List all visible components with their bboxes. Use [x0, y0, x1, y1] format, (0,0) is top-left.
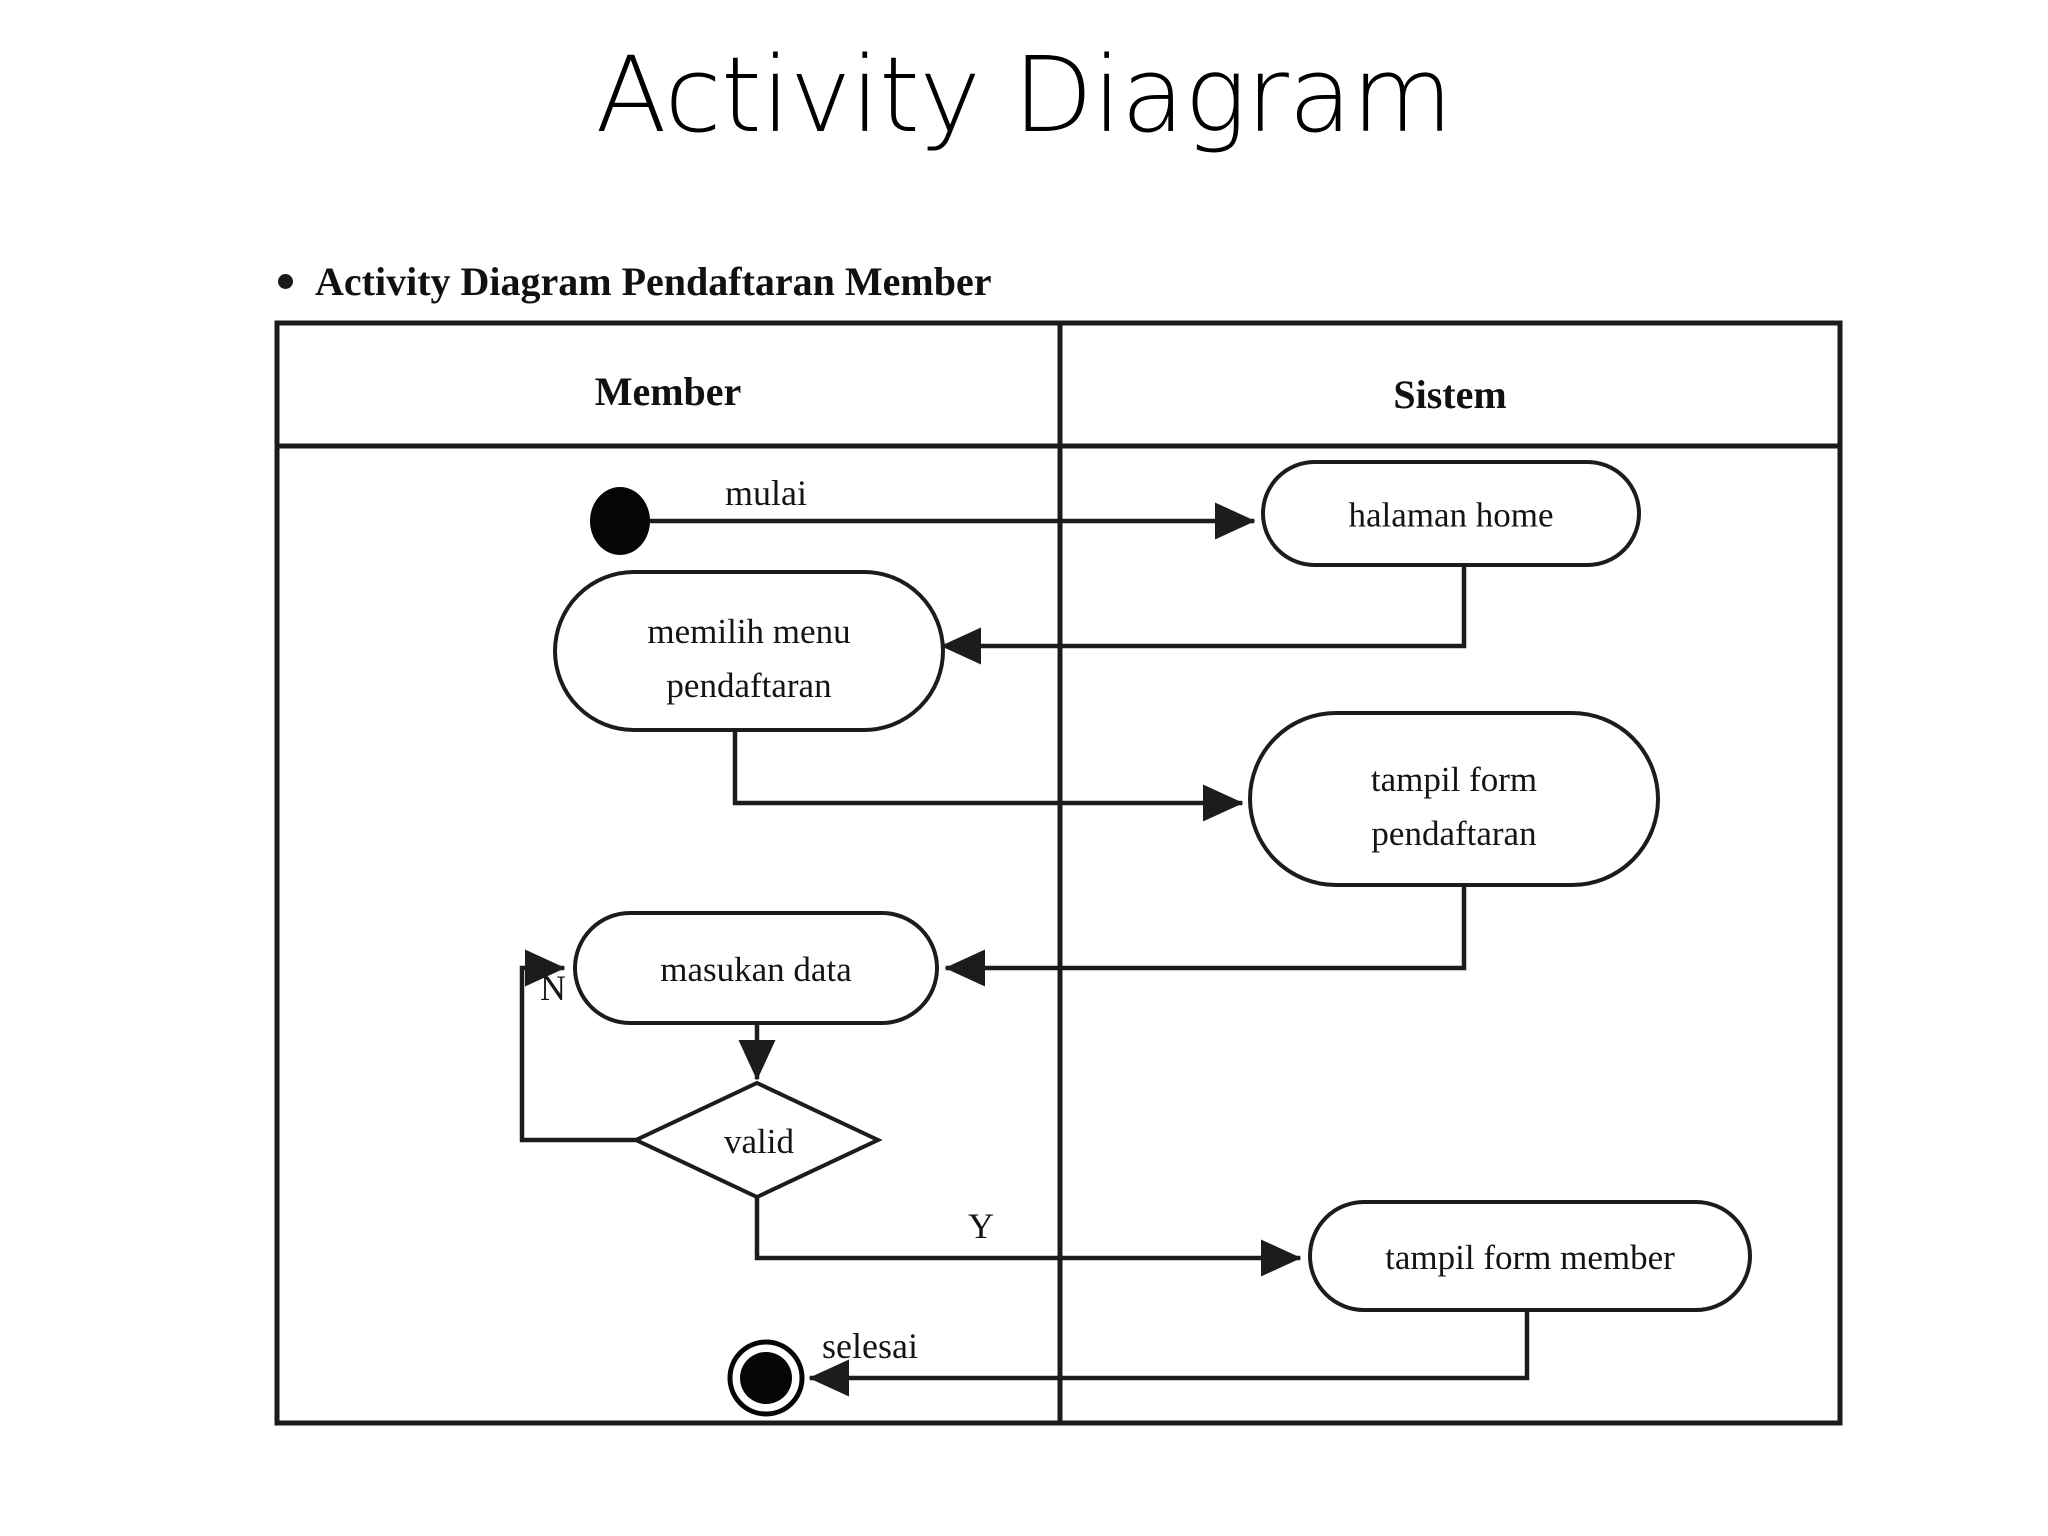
node-valid: valid	[631, 1080, 883, 1200]
swimlane-frame	[274, 320, 1843, 1426]
final-node-dot	[740, 1352, 792, 1404]
node-label-memilih-menu-pendaftaran: memilih menu	[647, 612, 850, 651]
node-shape-halaman-home	[1261, 460, 1641, 567]
edge-tampil-form-member-selesai	[808, 1307, 1530, 1397]
node-label-halaman-home: halaman home	[1348, 496, 1553, 535]
node-label-valid: valid	[724, 1122, 794, 1161]
node-label2-tampil-form-pendaftaran: pendaftaran	[1371, 814, 1536, 853]
node-mulai	[590, 487, 650, 555]
final-node-ring	[727, 1339, 805, 1417]
edge-label-edge-mulai-halaman-home: mulai	[725, 473, 807, 513]
initial-node-dot	[590, 487, 650, 555]
edge-label-edge-valid-yes-tampil-form-member: Y	[968, 1206, 994, 1246]
node-label-tampil-form-pendaftaran: tampil form	[1371, 760, 1537, 799]
edge-memilih-menu-tampil-form	[732, 727, 1244, 822]
edge-tampil-form-masukan-data	[944, 882, 1467, 987]
node-tampil-form-member: tampil form member	[1308, 1200, 1752, 1312]
node-shape-memilih-menu-pendaftaran	[553, 570, 945, 732]
node-shape-tampil-form-member	[1308, 1200, 1752, 1312]
node-label2-memilih-menu-pendaftaran: pendaftaran	[666, 666, 831, 705]
edge-label-edge-tampil-form-member-selesai: selesai	[822, 1326, 918, 1366]
swimlane-title-sistem: Sistem	[1393, 372, 1506, 417]
node-label-masukan-data: masukan data	[660, 950, 852, 989]
edge-halaman-home-memilih-menu	[940, 562, 1467, 665]
node-shape-valid	[631, 1080, 883, 1200]
node-selesai	[727, 1339, 805, 1417]
edge-valid-no-loop	[519, 949, 639, 1143]
page-title: Activity Diagram	[595, 34, 1453, 156]
edge-label-edge-valid-no-loop: N	[540, 968, 566, 1008]
node-shape-tampil-form-pendaftaran	[1248, 711, 1660, 887]
node-memilih-menu-pendaftaran: memilih menu pendaftaran	[553, 570, 945, 732]
node-halaman-home: halaman home	[1261, 460, 1641, 567]
node-masukan-data: masukan data	[573, 911, 939, 1025]
node-shape-masukan-data	[573, 911, 939, 1025]
bullet-heading: Activity Diagram Pendaftaran Member	[278, 258, 991, 305]
node-label-tampil-form-member: tampil form member	[1385, 1238, 1675, 1277]
edge-layer	[519, 502, 1530, 1397]
edge-valid-yes-tampil-form-member	[754, 1194, 1302, 1277]
node-tampil-form-pendaftaran: tampil form pendaftaran	[1248, 711, 1660, 887]
bullet-heading-label: Activity Diagram Pendaftaran Member	[315, 259, 992, 304]
bullet-dot-icon	[278, 274, 293, 289]
swimlane-titles: Member Sistem	[595, 369, 1507, 417]
swimlane-title-member: Member	[595, 369, 742, 414]
